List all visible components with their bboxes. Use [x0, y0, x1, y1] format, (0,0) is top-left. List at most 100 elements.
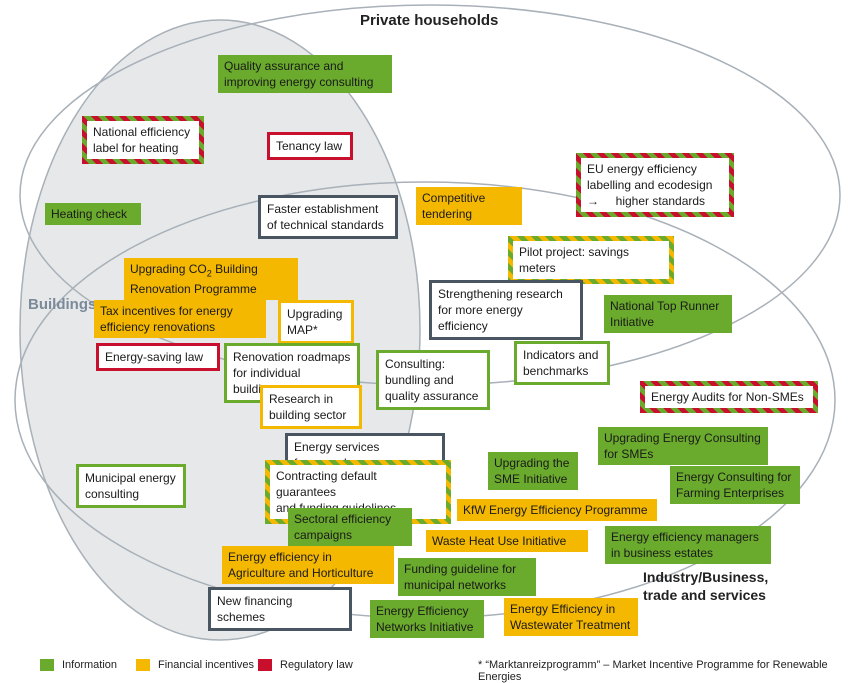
- research-building-box: Research in building sector: [260, 385, 362, 429]
- consulting-bundling-box: Consulting: bundling and quality assuran…: [376, 350, 490, 410]
- buildings-label: Buildings: [28, 296, 97, 313]
- box-line: Upgrading the: [494, 456, 570, 470]
- co2-subscript: 2: [206, 268, 212, 279]
- box-line: tendering: [422, 207, 473, 221]
- private-households-label: Private households: [360, 12, 499, 29]
- upgrading-map-box: Upgrading MAP*: [278, 300, 354, 344]
- box-line: Energy Audits for Non-SMEs: [651, 390, 804, 404]
- box-line: Municipal energy: [85, 471, 176, 485]
- box-line: Renovation Programme: [130, 282, 257, 297]
- box-line: National efficiency: [93, 125, 191, 139]
- tax-incentives-box: Tax incentives for energy efficiency ren…: [94, 300, 266, 338]
- box-line: Energy Consulting for: [676, 470, 792, 484]
- upgrading-co2-programme-box: Upgrading CO2 Building Renovation Progra…: [124, 258, 298, 301]
- legend-regulatory-swatch: [258, 659, 272, 671]
- box-line: Energy efficiency managers: [611, 530, 759, 544]
- tenancy-law-box: Tenancy law: [267, 132, 353, 160]
- box-line: label for heating: [93, 141, 179, 155]
- box-line: of technical standards: [267, 218, 384, 232]
- upgrading-consulting-smes-box: Upgrading Energy Consulting for SMEs: [598, 427, 768, 465]
- box-line: Indicators and: [523, 348, 599, 362]
- legend-information-swatch: [40, 659, 54, 671]
- box-line: Faster establishment: [267, 202, 379, 216]
- box-line: New financing schemes: [217, 594, 293, 624]
- box-line: Energy services framework: [294, 440, 380, 470]
- box-line: quality assurance: [385, 389, 479, 403]
- energy-consulting-farming-box: Energy Consulting for Farming Enterprise…: [670, 466, 800, 504]
- box-line: National Top Runner: [610, 299, 720, 313]
- heating-check-box: Heating check: [45, 203, 141, 225]
- quality-assurance-box: Quality assurance and improving energy c…: [218, 55, 392, 93]
- industry-label-line2: trade and services: [643, 587, 766, 603]
- co2-suffix: Building: [211, 262, 258, 276]
- box-line: Tenancy law: [276, 139, 343, 153]
- legend-information-label: Information: [62, 659, 118, 671]
- co2-prefix: Upgrading CO: [130, 262, 207, 276]
- box-line: SME Initiative: [494, 472, 568, 486]
- box-line: efficiency renovations: [100, 320, 216, 334]
- box-line: for more energy efficiency: [438, 303, 523, 333]
- box-line: in business estates: [611, 546, 714, 560]
- box-line: Farming Enterprises: [676, 486, 785, 500]
- sectoral-campaigns-box: Sectoral efficiency campaigns: [288, 508, 412, 546]
- legend-financial-label: Financial incentives: [158, 659, 254, 671]
- box-line: benchmarks: [523, 364, 589, 378]
- indicators-benchmarks-box: Indicators and benchmarks: [514, 341, 610, 385]
- box-line: Sectoral efficiency: [294, 512, 392, 526]
- box-line: Funding guideline for: [404, 562, 517, 576]
- box-line: Renovation roadmaps: [233, 350, 351, 364]
- wastewater-treatment-box: Energy Efficiency in Wastewater Treatmen…: [504, 598, 638, 636]
- pilot-project-box: Pilot project: savings meters: [508, 236, 674, 284]
- box-line: building sector: [269, 408, 347, 422]
- box-line: Wastewater Treatment: [510, 618, 631, 632]
- legend-financial-swatch: [136, 659, 150, 671]
- box-line: for SMEs: [604, 447, 654, 461]
- energy-audits-box: Energy Audits for Non-SMEs: [640, 381, 818, 413]
- box-line: Waste Heat Use Initiative: [432, 534, 567, 548]
- box-line: Heating check: [51, 207, 128, 221]
- box-line: → higher standards: [587, 194, 706, 208]
- national-top-runner-box: National Top Runner Initiative: [604, 295, 732, 333]
- faster-standards-box: Faster establishment of technical standa…: [258, 195, 398, 239]
- box-line: MAP*: [287, 323, 318, 337]
- funding-municipal-box: Funding guideline for municipal networks: [398, 558, 536, 596]
- competitive-tendering-box: Competitive tendering: [416, 187, 522, 225]
- industry-label-line1: Industry/Business,: [643, 569, 769, 585]
- national-efficiency-label-box: National efficiency label for heating: [82, 116, 204, 164]
- energy-saving-law-box: Energy-saving law: [96, 343, 220, 371]
- box-line: campaigns: [294, 528, 353, 542]
- footnote: * “Marktanreizprogramm” – Market Incenti…: [478, 659, 828, 683]
- box-line: KfW Energy Efficiency Programme: [463, 503, 648, 517]
- municipal-consulting-box: Municipal energy consulting: [76, 464, 186, 508]
- box-line: Initiative: [610, 315, 655, 329]
- box-line: Energy Efficiency in: [510, 602, 616, 616]
- box-line: Upgrading Energy Consulting: [604, 431, 761, 445]
- box-line: Quality assurance and: [224, 59, 344, 73]
- kfw-programme-box: KfW Energy Efficiency Programme: [457, 499, 657, 521]
- box-line: Contracting default guarantees: [276, 469, 377, 499]
- box-line: EU energy efficiency: [587, 162, 697, 176]
- upgrading-sme-initiative-box: Upgrading the SME Initiative: [488, 452, 578, 490]
- waste-heat-box: Waste Heat Use Initiative: [426, 530, 588, 552]
- strengthening-research-box: Strengthening research for more energy e…: [429, 280, 583, 340]
- box-line: bundling and: [385, 373, 454, 387]
- box-line: Energy Efficiency: [376, 604, 469, 618]
- box-line: Networks Initiative: [376, 620, 474, 634]
- efficiency-managers-box: Energy efficiency managers in business e…: [605, 526, 771, 564]
- industry-label: Industry/Business, trade and services: [643, 568, 768, 604]
- box-line: Strengthening research: [438, 287, 563, 301]
- agriculture-horticulture-box: Energy efficiency in Agriculture and Hor…: [222, 546, 394, 584]
- box-line: Energy-saving law: [105, 350, 204, 364]
- box-line: improving energy consulting: [224, 75, 374, 89]
- box-line: Consulting:: [385, 357, 446, 371]
- efficiency-networks-box: Energy Efficiency Networks Initiative: [370, 600, 484, 638]
- new-financing-box: New financing schemes: [208, 587, 352, 631]
- box-line: Pilot project: savings meters: [519, 245, 630, 275]
- box-line: Upgrading CO2 Building: [130, 261, 292, 281]
- eu-labelling-box: EU energy efficiency labelling and ecode…: [576, 153, 734, 217]
- box-line: labelling and ecodesign: [587, 178, 713, 192]
- box-line: Energy efficiency in: [228, 550, 332, 564]
- box-line: Competitive: [422, 191, 486, 205]
- box-line: consulting: [85, 487, 140, 501]
- legend-regulatory-label: Regulatory law: [280, 659, 353, 671]
